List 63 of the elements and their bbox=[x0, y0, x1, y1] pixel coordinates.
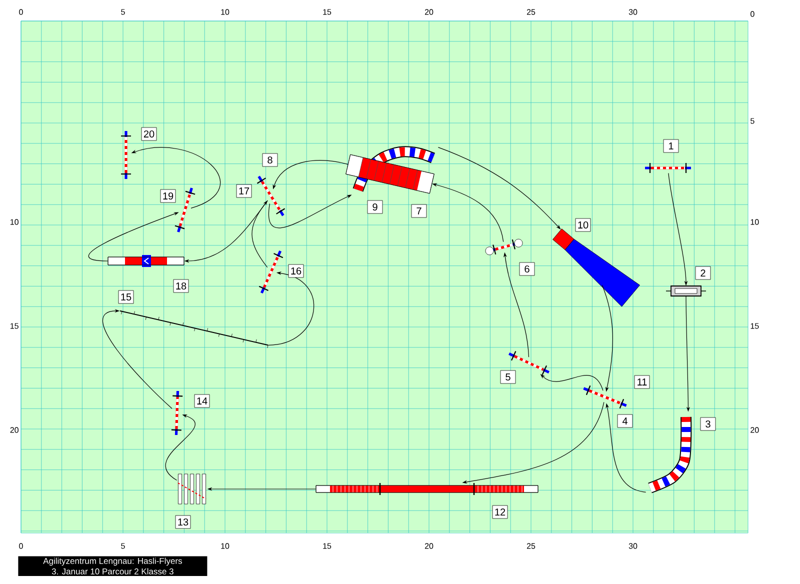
jump-drawing bbox=[120, 130, 132, 180]
axis-label: 10 bbox=[221, 543, 230, 549]
number-box: 4 bbox=[617, 414, 633, 428]
axis-label: 10 bbox=[221, 9, 230, 15]
axis-label: 15 bbox=[323, 543, 332, 549]
info-box: Agilityzentrum Lengnau: Hasli-Flyers 3. Januar 10 Parcour 2 Klasse 3 bbox=[18, 556, 208, 576]
number-box: 13 bbox=[175, 515, 191, 529]
number-box: 15 bbox=[118, 290, 134, 304]
number-box: 14 bbox=[194, 394, 210, 408]
jump-drawing bbox=[258, 250, 284, 294]
number-box: 11 bbox=[634, 375, 650, 389]
axis-label: 15 bbox=[750, 323, 759, 329]
course-path bbox=[165, 414, 196, 481]
axis-label: 25 bbox=[526, 9, 536, 15]
tunnel-drawing bbox=[352, 146, 436, 192]
axis-label: 10 bbox=[10, 219, 18, 225]
axis-label: 0 bbox=[19, 9, 23, 15]
number-box: 20 bbox=[141, 127, 157, 141]
number-box: 1 bbox=[663, 139, 679, 153]
axis-label: 20 bbox=[424, 9, 434, 15]
number-box: 9 bbox=[367, 200, 383, 214]
jump-drawing bbox=[170, 390, 184, 436]
number-box: 8 bbox=[262, 153, 278, 167]
axis-label: 5 bbox=[121, 543, 125, 549]
number-box: 16 bbox=[288, 264, 304, 278]
axis-label: 15 bbox=[323, 9, 332, 15]
axis-label: 0 bbox=[19, 543, 23, 549]
jump-drawing bbox=[582, 385, 628, 409]
axis-label: 20 bbox=[750, 427, 759, 433]
dog-walk-drawing bbox=[316, 482, 538, 496]
axis-label: 30 bbox=[628, 9, 638, 15]
jump-drawing bbox=[174, 186, 196, 234]
table-drawing bbox=[666, 286, 706, 296]
axis-label: 25 bbox=[526, 543, 536, 549]
axis-label: 5 bbox=[750, 118, 754, 124]
number-box: 12 bbox=[492, 505, 508, 519]
jump-drawing bbox=[508, 350, 550, 376]
number-box: 6 bbox=[519, 262, 535, 276]
long-jump-drawing bbox=[178, 474, 206, 504]
number-box: 5 bbox=[500, 370, 516, 384]
number-box: 10 bbox=[575, 218, 591, 232]
number-box: 17 bbox=[236, 184, 252, 198]
course-path bbox=[102, 309, 172, 409]
chute-drawing bbox=[552, 228, 640, 307]
a-frame-drawing bbox=[346, 154, 434, 194]
number-box: 2 bbox=[695, 266, 711, 280]
axis-label: 0 bbox=[750, 11, 754, 17]
number-box: 18 bbox=[173, 279, 189, 293]
jump-drawing bbox=[644, 162, 692, 174]
number-box: 7 bbox=[411, 204, 427, 218]
axis-label: 20 bbox=[424, 543, 434, 549]
jump-drawing bbox=[256, 175, 286, 217]
weave-poles-drawing bbox=[119, 310, 269, 348]
axis-label: 5 bbox=[121, 9, 125, 15]
number-box: 19 bbox=[160, 189, 176, 203]
tire-jump-drawing bbox=[485, 238, 523, 256]
axis-label: 10 bbox=[750, 219, 759, 225]
tunnel-drawing bbox=[648, 416, 692, 494]
axis-label: 20 bbox=[10, 427, 18, 433]
axis-label: 30 bbox=[628, 543, 638, 549]
number-box: 3 bbox=[700, 417, 716, 431]
seesaw-drawing bbox=[108, 255, 184, 267]
axis-label: 15 bbox=[10, 323, 18, 329]
